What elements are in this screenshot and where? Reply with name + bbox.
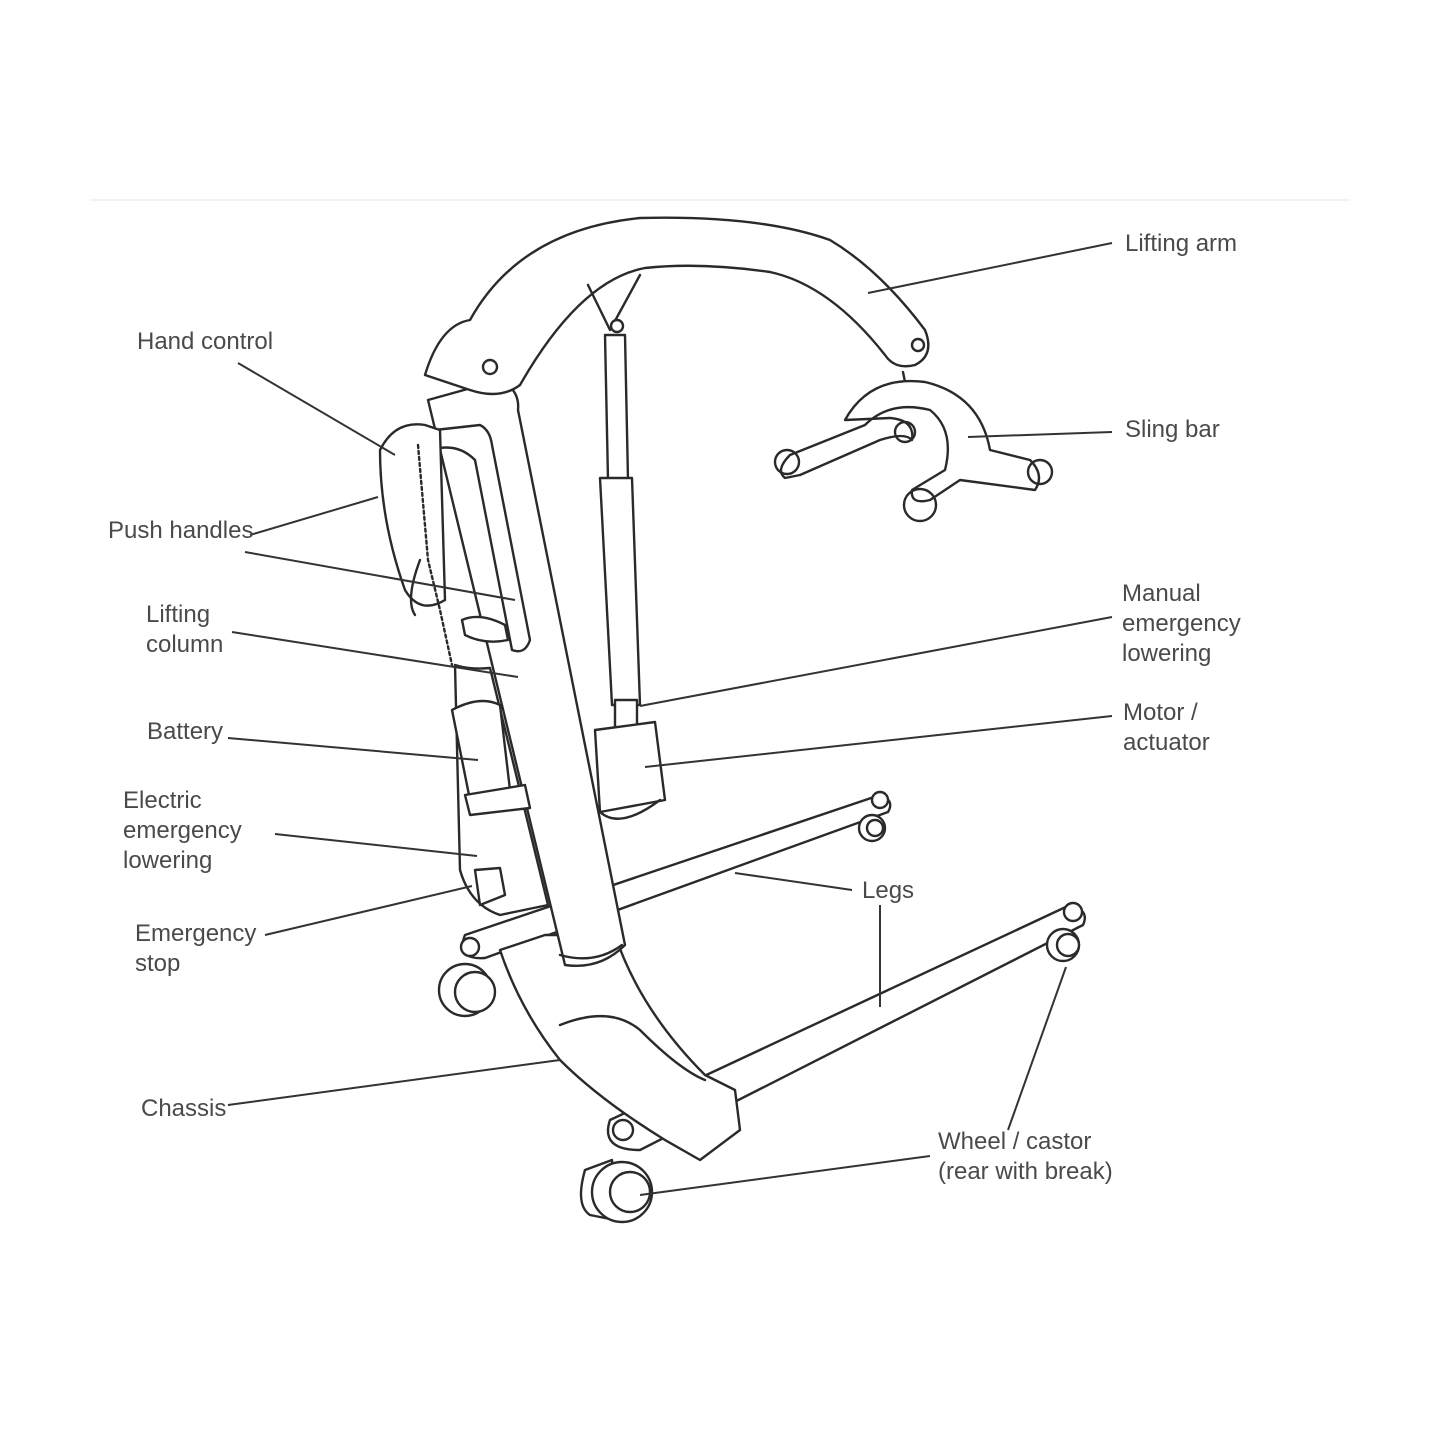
label-line: (rear with break) [938, 1158, 1113, 1185]
lifting-arm-drawing [423, 216, 930, 396]
label-push-handles: Push handles [108, 517, 254, 544]
label-battery: Battery [147, 718, 224, 745]
label-legs: Legs [862, 877, 915, 904]
label-line: Wheel / castor [938, 1128, 1092, 1155]
label-lifting-column: Lifting column [146, 600, 223, 660]
battery-drawing [450, 663, 550, 917]
sling-bar-drawing [773, 370, 1054, 523]
label-line: Motor / [1123, 699, 1198, 726]
label-line: Emergency [135, 920, 257, 947]
chassis-drawing [498, 933, 742, 1162]
label-line: stop [135, 950, 181, 977]
label-wheel-castor: Wheel / castor (rear with break) [938, 1127, 1113, 1187]
label-line: Lifting [146, 601, 211, 628]
label-line: emergency [123, 817, 242, 844]
label-line: emergency [1122, 610, 1241, 637]
label-electric-emergency-lowering: Electric emergency lowering [123, 786, 242, 876]
actuator-drawing [586, 273, 667, 820]
label-line: lowering [123, 847, 213, 874]
wheels-drawing [437, 813, 1081, 1224]
label-line: column [146, 631, 224, 658]
label-emergency-stop: Emergency stop [135, 919, 256, 979]
label-hand-control: Hand control [137, 328, 274, 355]
label-motor-actuator: Motor / actuator [1123, 698, 1210, 758]
hand-control-drawing [378, 423, 454, 667]
label-manual-emergency-lowering: Manual emergency lowering [1122, 579, 1241, 669]
label-line: Electric [123, 787, 202, 814]
push-handle-drawing [433, 423, 532, 653]
label-chassis: Chassis [141, 1095, 227, 1122]
label-line: Manual [1122, 580, 1201, 607]
leader-lines [227, 242, 1113, 1196]
label-lifting-arm: Lifting arm [1125, 230, 1238, 257]
label-sling-bar: Sling bar [1125, 416, 1220, 443]
label-line: lowering [1122, 640, 1212, 667]
label-line: actuator [1123, 729, 1210, 756]
